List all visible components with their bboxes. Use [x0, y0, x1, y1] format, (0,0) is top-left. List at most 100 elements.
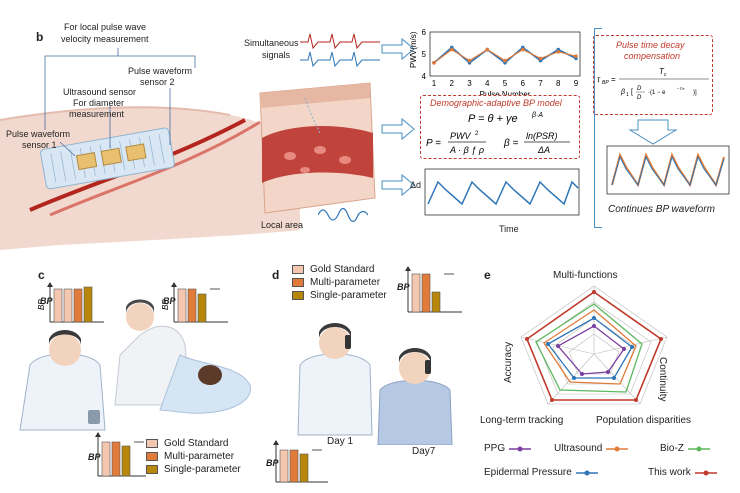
bp-label-d2: BP [266, 458, 279, 468]
panel-d-label: d [272, 268, 280, 282]
svg-text:·(1 − e: ·(1 − e [648, 90, 666, 96]
svg-text:)]: )] [693, 90, 697, 96]
svg-text:ln(PSR): ln(PSR) [526, 131, 558, 141]
pwv-xtick-label: 4 [485, 79, 490, 88]
bp-label-d1: BP [397, 282, 410, 292]
panel-e-label: e [484, 268, 491, 282]
bracket [594, 28, 602, 228]
legend-c-single: Single-parameter [146, 464, 241, 475]
pwv-xtick-label: 1 [432, 79, 437, 88]
label-ultrasound-3: measurement [69, 109, 125, 119]
pwv-ytick-label: 5 [422, 50, 427, 59]
bp-model-title: Demographic-adaptive BP model [430, 98, 562, 108]
legend-e-epidermal: Epidermal Pressure [484, 467, 598, 478]
svg-text:A · β ƒ ρ: A · β ƒ ρ [449, 145, 484, 155]
svg-text:β: β [620, 89, 625, 96]
svg-text:τ: τ [597, 75, 601, 84]
svg-text:=: = [611, 75, 616, 84]
radar-axis-multi-functions: Multi-functions [553, 270, 618, 281]
svg-text:D: D [637, 95, 642, 101]
pwv-data-point [485, 47, 490, 52]
daily-life-illustration [19, 299, 251, 431]
continuous-bp-label: Continues BP waveform [608, 204, 715, 215]
pwv-ytick-label: 6 [422, 28, 427, 37]
legend-e: PPG Ultrasound Bio-Z Epidermal Pressure … [484, 443, 734, 483]
compensation-title-2: compensation [624, 51, 681, 61]
arm-illustration [0, 106, 300, 250]
pwv-xtick-label: 7 [538, 79, 543, 88]
label-ultrasound-2: For diameter [73, 98, 125, 108]
svg-text:BP: BP [161, 299, 170, 310]
pwv-data-point [520, 47, 525, 52]
svg-text:BP: BP [602, 80, 609, 86]
label-ultrasound: Ultrasound sensor [63, 87, 137, 97]
svg-text:−T/τ: −T/τ [677, 86, 685, 91]
pwv-data-point [449, 47, 454, 52]
svg-text:c: c [664, 72, 667, 78]
pwv-xtick-label: 5 [503, 79, 508, 88]
panel-c-label: c [38, 268, 45, 282]
phone-call-illustration [297, 323, 453, 445]
svg-text:1: 1 [626, 92, 629, 98]
time-label: Time [499, 224, 519, 234]
pwv-ytick-label: 4 [422, 72, 427, 81]
radar-chart [520, 285, 668, 405]
bp-bar-chart-c3 [95, 432, 146, 477]
pwv-data-point [503, 58, 507, 63]
label-local-pwv: For local pulse wave [64, 22, 147, 32]
legend-d-gold: Gold Standard [292, 264, 375, 275]
bp-bar-chart-d1 [405, 266, 462, 313]
svg-text:BP: BP [37, 299, 46, 310]
label-local-area: Local area [261, 220, 304, 230]
legend-e-bioz: Bio-Z [660, 443, 710, 454]
simultaneous-signal-waves [300, 33, 380, 68]
label-sensor-2b: sensor 2 [140, 77, 175, 87]
svg-text:2: 2 [475, 131, 479, 137]
compensation-box [593, 35, 713, 115]
label-signals: signals [262, 50, 291, 60]
pwv-data-point [556, 50, 561, 54]
radar-axis-population: Population disparities [596, 415, 692, 426]
bp-bar-chart-c2: BP [161, 282, 228, 323]
legend-e-this-work: This work [648, 467, 717, 478]
bp-bar-chart-c1: BP [37, 282, 104, 323]
pwv-xtick-label: 6 [521, 79, 526, 88]
svg-text:T: T [659, 67, 665, 76]
bp-label-c1: BP [40, 296, 53, 306]
delta-d-label: Δd [410, 180, 422, 190]
pwv-data-point [432, 61, 436, 65]
compensation-equation: τ BP = T c β 1 [ D D ·(1 − e −T/τ )] [597, 67, 709, 101]
svg-text:[: [ [631, 89, 633, 96]
svg-text:β·A: β·A [531, 112, 543, 119]
compensation-arrow [628, 119, 678, 145]
label-sensor-2: Pulse waveform [128, 66, 193, 76]
legend-e-ppg: PPG [484, 443, 532, 454]
label-sensor-1b: sensor 1 [22, 140, 57, 150]
label-simultaneous: Simultaneous [244, 38, 299, 48]
pwv-ylabel: PWV(m/s) [409, 31, 418, 68]
continuous-bp-waveform [606, 145, 730, 195]
pwv-xtick-label: 8 [556, 79, 561, 88]
day-7-label: Day7 [412, 446, 436, 457]
pwv-xtick-label: 3 [467, 79, 472, 88]
label-local-pwv-2: velocity measurement [61, 34, 149, 44]
svg-text:β =: β = [503, 138, 518, 149]
radar-axis-long-term: Long-term tracking [480, 415, 564, 426]
leader-lines [44, 48, 196, 157]
svg-text:PWV: PWV [450, 131, 471, 141]
radar-axis-accuracy: Accuracy [503, 341, 514, 383]
bp-model-equations: P = θ + γe β·A P = PWV 2 A · β ƒ ρ β = l… [426, 112, 570, 155]
legend-d-single: Single-parameter [292, 290, 387, 301]
compensation-title: Pulse time decay [616, 40, 685, 50]
ultrasound-wave [318, 207, 368, 223]
svg-text:D: D [637, 86, 642, 92]
vessel-cross-section [259, 82, 376, 214]
legend-e-ultrasound: Ultrasound [554, 443, 629, 454]
pwv-data-point [538, 56, 543, 61]
panel-b-label: b [36, 30, 44, 44]
pwv-plot-frame [429, 31, 581, 77]
pwv-xtick-label: 9 [574, 79, 579, 88]
day-1-label: Day 1 [327, 436, 354, 447]
svg-text:P = θ + γe: P = θ + γe [468, 113, 518, 125]
